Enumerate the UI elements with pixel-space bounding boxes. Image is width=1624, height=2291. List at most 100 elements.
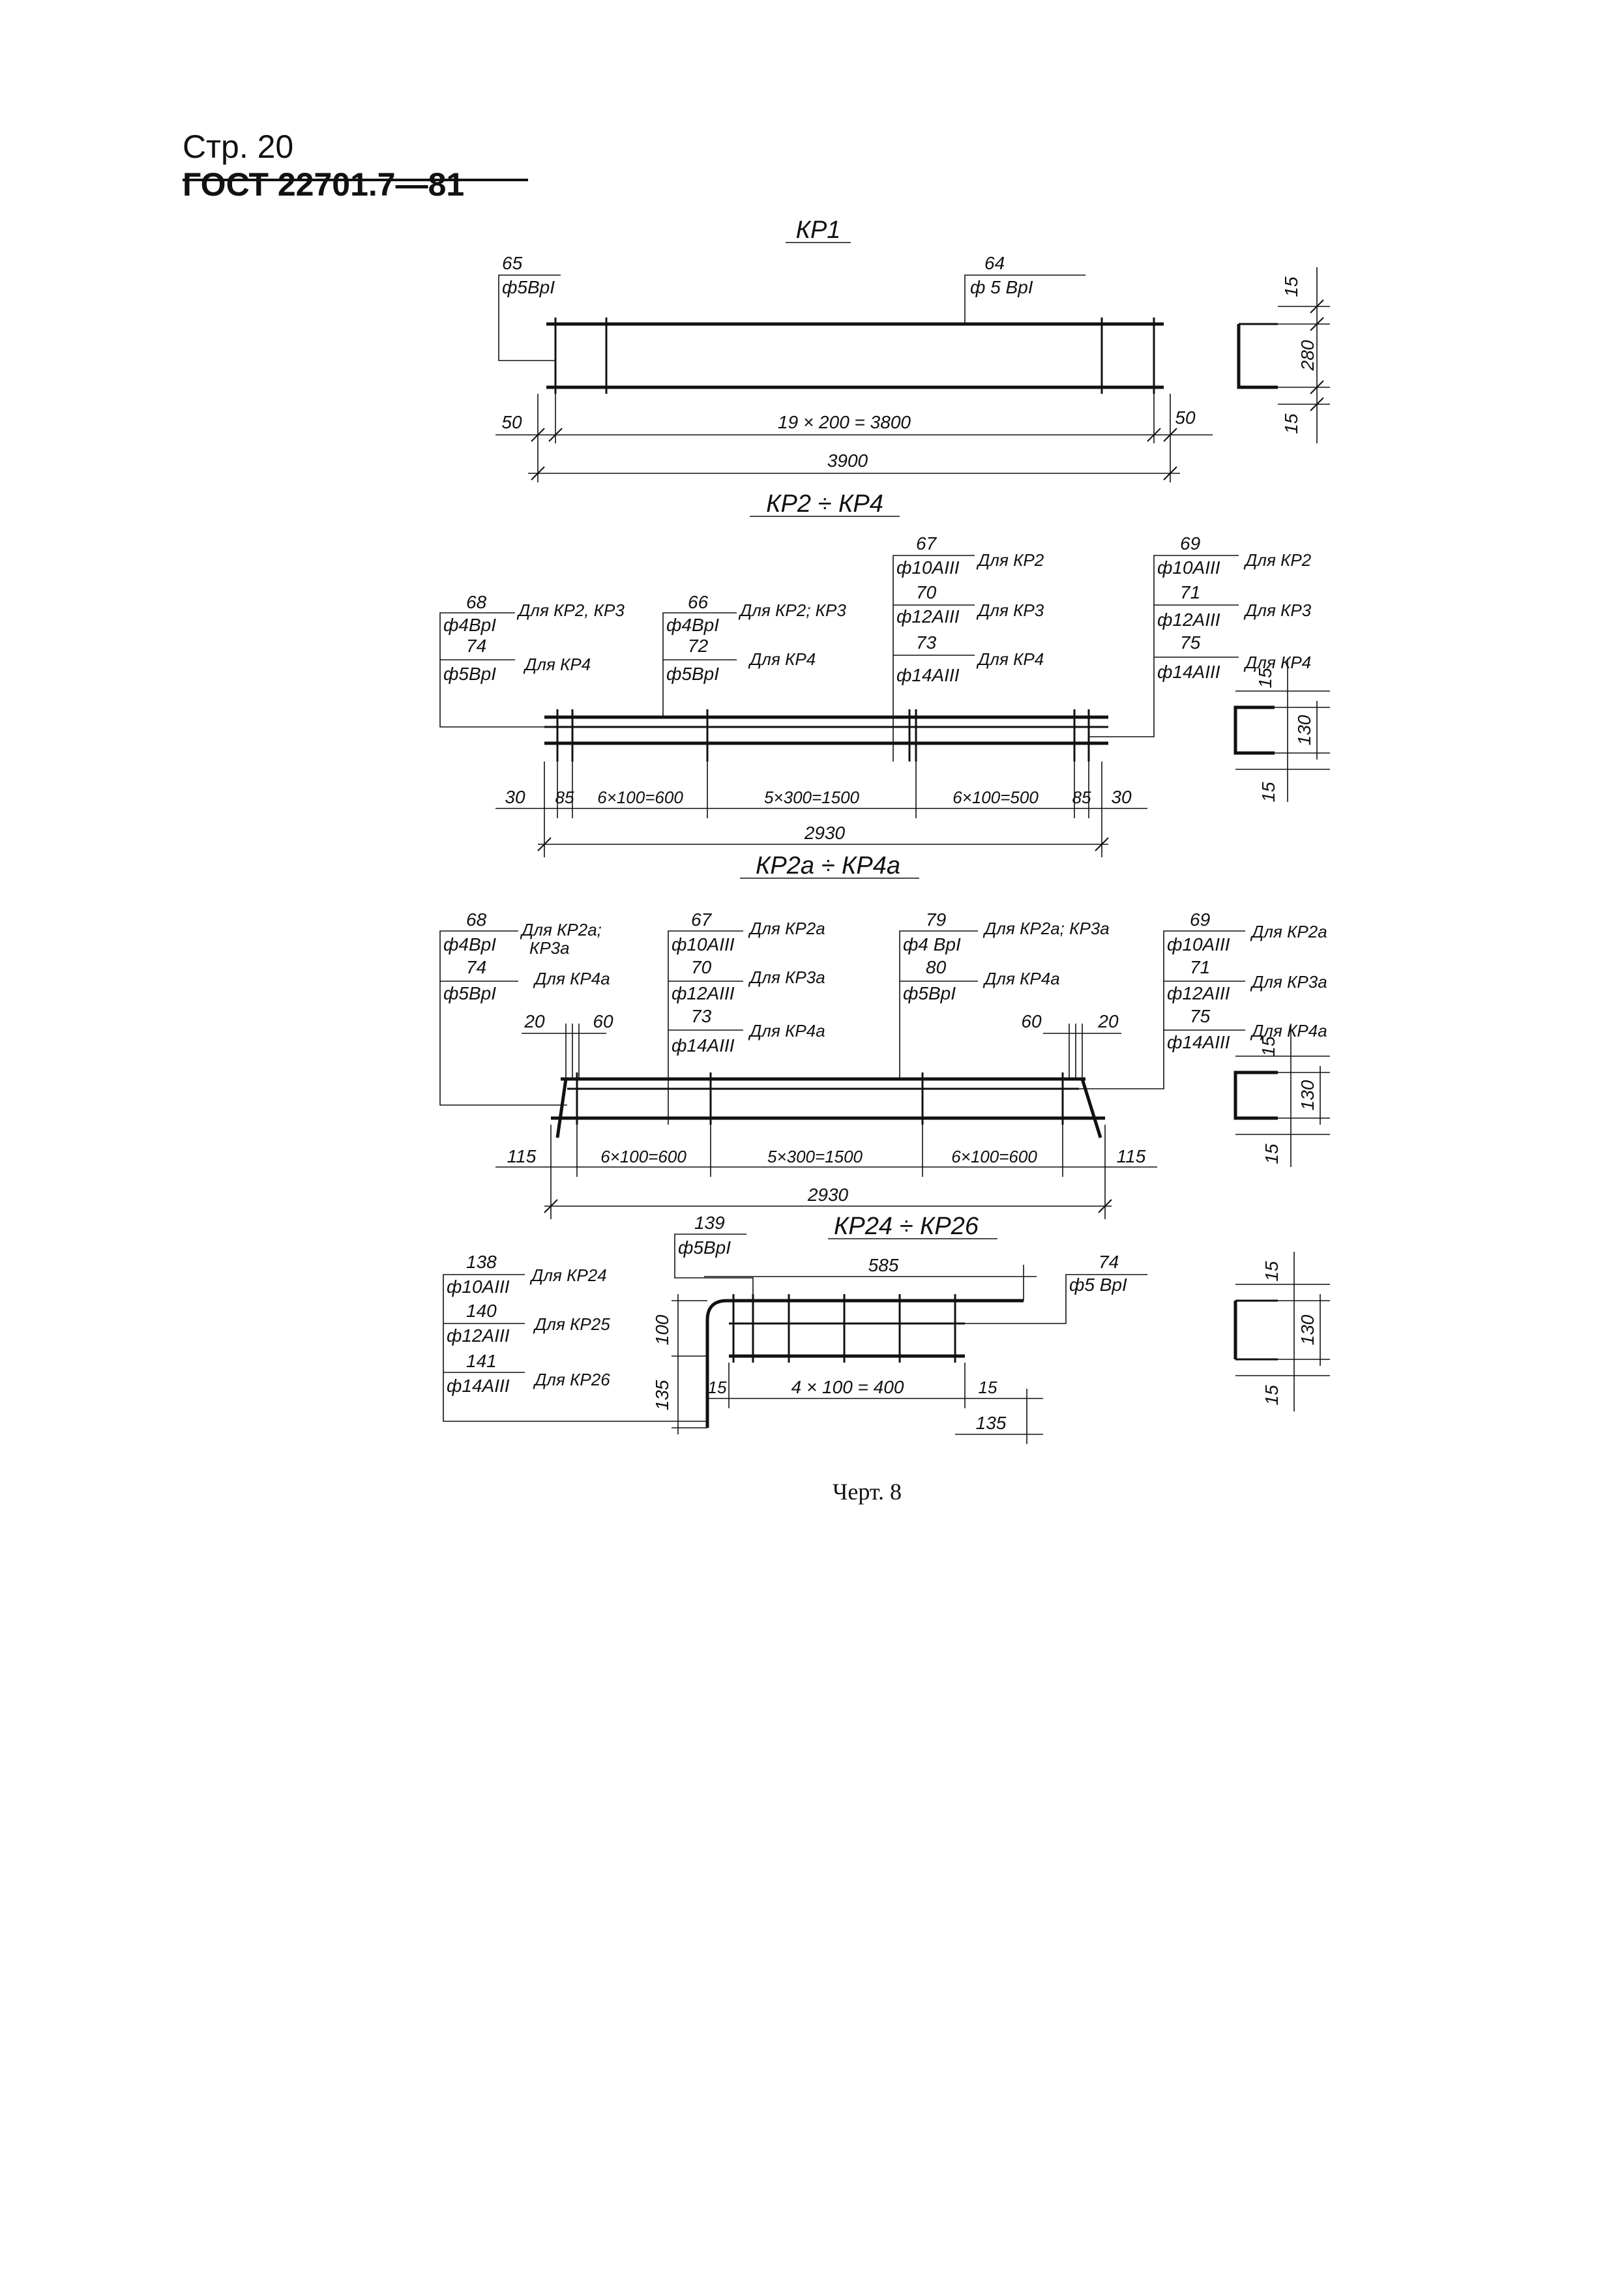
callout-spec: ф5ВрI xyxy=(443,983,496,1003)
callout-spec: ф14АIII xyxy=(1157,662,1220,682)
callout-note: Для КР4 xyxy=(1243,653,1311,672)
callout-note: Для КР24 xyxy=(529,1265,607,1285)
callout-number: 73 xyxy=(691,1006,712,1026)
callout-number: 79 xyxy=(926,909,946,930)
callout-number: 74 xyxy=(466,636,486,656)
callout-note: Для КР2а xyxy=(748,919,825,938)
figure-caption: Черт. 8 xyxy=(833,1479,902,1505)
callout-leader xyxy=(1089,555,1239,737)
dimension-tick xyxy=(1310,317,1324,331)
callout-spec: ф4ВрI xyxy=(443,934,496,954)
dimension-label: 3900 xyxy=(827,451,868,471)
callout-number: 141 xyxy=(466,1351,497,1371)
callout-number: 70 xyxy=(691,957,712,977)
page-number: Стр. 20 xyxy=(183,128,294,165)
dimension-label: 100 xyxy=(652,1314,672,1345)
dimension-label: 6×100=600 xyxy=(951,1147,1037,1166)
callout-spec: ф14АIII xyxy=(447,1376,510,1396)
dimension-tick xyxy=(531,466,545,480)
callout-leader xyxy=(674,1234,754,1294)
dimension-label: 6×100=500 xyxy=(952,788,1039,807)
callout-note-continued: КР3а xyxy=(529,938,570,958)
dimension-label: 30 xyxy=(1111,787,1132,807)
section-outline xyxy=(1233,705,1275,755)
callout-note: Для КР2; КР3 xyxy=(738,600,846,620)
kr24-kr26-dimensions: 585 100 135 15 4 × 100 = 400 15 135 xyxy=(652,1255,1043,1444)
callout-spec: ф10АIII xyxy=(672,934,735,954)
callout-leader xyxy=(899,930,978,1079)
callout-note: Для КР2а; xyxy=(520,920,602,939)
standard-number: ГОСТ 22701.7—81 xyxy=(183,166,465,203)
page-header: Стр. 20 ГОСТ 22701.7—81 xyxy=(183,128,528,203)
callout-number: 138 xyxy=(466,1252,497,1272)
callout-spec: ф12АIII xyxy=(896,606,960,627)
callout-number: 69 xyxy=(1180,533,1200,554)
dimension-label: 130 xyxy=(1297,1314,1318,1345)
callout-group-69-71-75-a: 69 ф10АIII Для КР2а 71 ф12АIII Для КР3а … xyxy=(1079,909,1327,1089)
callout-note: Для КР4а xyxy=(982,969,1060,988)
kr2-kr4-cross-section: 15 130 15 xyxy=(1233,658,1330,803)
kr1-title: КР1 xyxy=(796,216,841,244)
callout-number: 75 xyxy=(1180,632,1201,653)
dimension-tick xyxy=(1310,299,1324,314)
callout-note: Для КР3а xyxy=(748,968,825,987)
section-outline xyxy=(1233,1071,1278,1120)
callout-leader xyxy=(443,1274,707,1422)
callout-note: Для КР2 xyxy=(976,550,1044,570)
dimension-label: 60 xyxy=(1021,1011,1042,1031)
dimension-label: 15 xyxy=(1281,413,1301,434)
frame-kr1: КР1 65 ф5ВрI 64 ф 5 ВрI 50 xyxy=(495,216,1330,482)
callout-spec: ф5ВрI xyxy=(443,664,496,684)
callout-group-67-70-73-a: 67 ф10АIII Для КР2а 70 ф12АIII Для КР3а … xyxy=(668,909,825,1125)
dimension-label: 115 xyxy=(1117,1146,1146,1166)
callout-spec: ф4 ВрI xyxy=(903,934,961,954)
frame-kr2a-kr4a: КР2а ÷ КР4а 68 ф4ВрI Для КР2а; КР3а 74 ф… xyxy=(439,852,1330,1219)
callout-leader xyxy=(965,1274,1147,1324)
bent-bar xyxy=(705,1299,1024,1428)
callout-note: Для КР2а; КР3а xyxy=(982,919,1110,938)
dimension-label: 15 xyxy=(1255,668,1275,688)
callout-number: 139 xyxy=(694,1213,725,1233)
kr1-dimensions: 50 19 × 200 = 3800 50 3900 xyxy=(495,394,1213,482)
callout-leader xyxy=(662,612,737,717)
callout-note: Для КР2 xyxy=(1243,550,1312,570)
dimension-label: 15 xyxy=(1258,782,1278,803)
callout-number: 80 xyxy=(926,957,947,977)
section-outline xyxy=(1237,324,1278,389)
kr2a-kr4a-title: КР2а ÷ КР4а xyxy=(756,852,900,879)
callout-group-69-71-75: 69 ф10АIII Для КР2 71 ф12АIII Для КР3 75… xyxy=(1089,533,1312,737)
dimension-label: 135 xyxy=(976,1413,1007,1433)
callout-number: 64 xyxy=(984,253,1005,273)
callout-number: 66 xyxy=(688,592,709,612)
callout-note: Для КР2, КР3 xyxy=(516,600,625,620)
dimension-label: 585 xyxy=(868,1255,899,1275)
dimension-label: 130 xyxy=(1294,715,1314,745)
dimension-label: 5×300=1500 xyxy=(764,788,860,807)
callout-number: 65 xyxy=(502,253,523,273)
callout-note: Для КР2а xyxy=(1250,922,1327,941)
callout-spec: ф5ВрI xyxy=(666,664,719,684)
callout-note: Для КР4 xyxy=(523,655,591,674)
callout-note: Для КР4а xyxy=(748,1021,825,1041)
kr2-kr4-dimensions: 30 85 6×100=600 5×300=1500 6×100=500 85 … xyxy=(495,761,1147,857)
bent-end xyxy=(555,1078,568,1138)
callout-number: 67 xyxy=(691,909,713,930)
callout-spec: ф 5 ВрI xyxy=(970,277,1033,297)
callout-spec: ф12АIII xyxy=(1167,983,1230,1003)
callout-spec: ф14АIII xyxy=(672,1035,735,1056)
callout-note: Для КР4 xyxy=(976,649,1044,669)
callout-group-68-74: 68 ф4ВрI Для КР2, КР3 74 ф5ВрI Для КР4 xyxy=(439,592,625,728)
kr24-kr26-cross-section: 15 130 15 xyxy=(1233,1252,1330,1412)
dimension-tick xyxy=(531,428,545,442)
dimension-label: 15 xyxy=(1262,1385,1282,1406)
callout-number: 74 xyxy=(1099,1252,1119,1272)
dimension-label: 20 xyxy=(524,1011,545,1031)
callout-number: 70 xyxy=(916,582,937,602)
callout-note: Для КР4а xyxy=(1250,1021,1327,1041)
callout-spec: ф10АIII xyxy=(447,1277,510,1297)
callout-spec: ф10АIII xyxy=(1157,557,1220,578)
dimension-label: 15 xyxy=(1281,276,1301,297)
callout-number: 71 xyxy=(1190,957,1210,977)
kr2a-kr4a-top-dimensions: 20 60 60 20 xyxy=(522,1011,1121,1079)
